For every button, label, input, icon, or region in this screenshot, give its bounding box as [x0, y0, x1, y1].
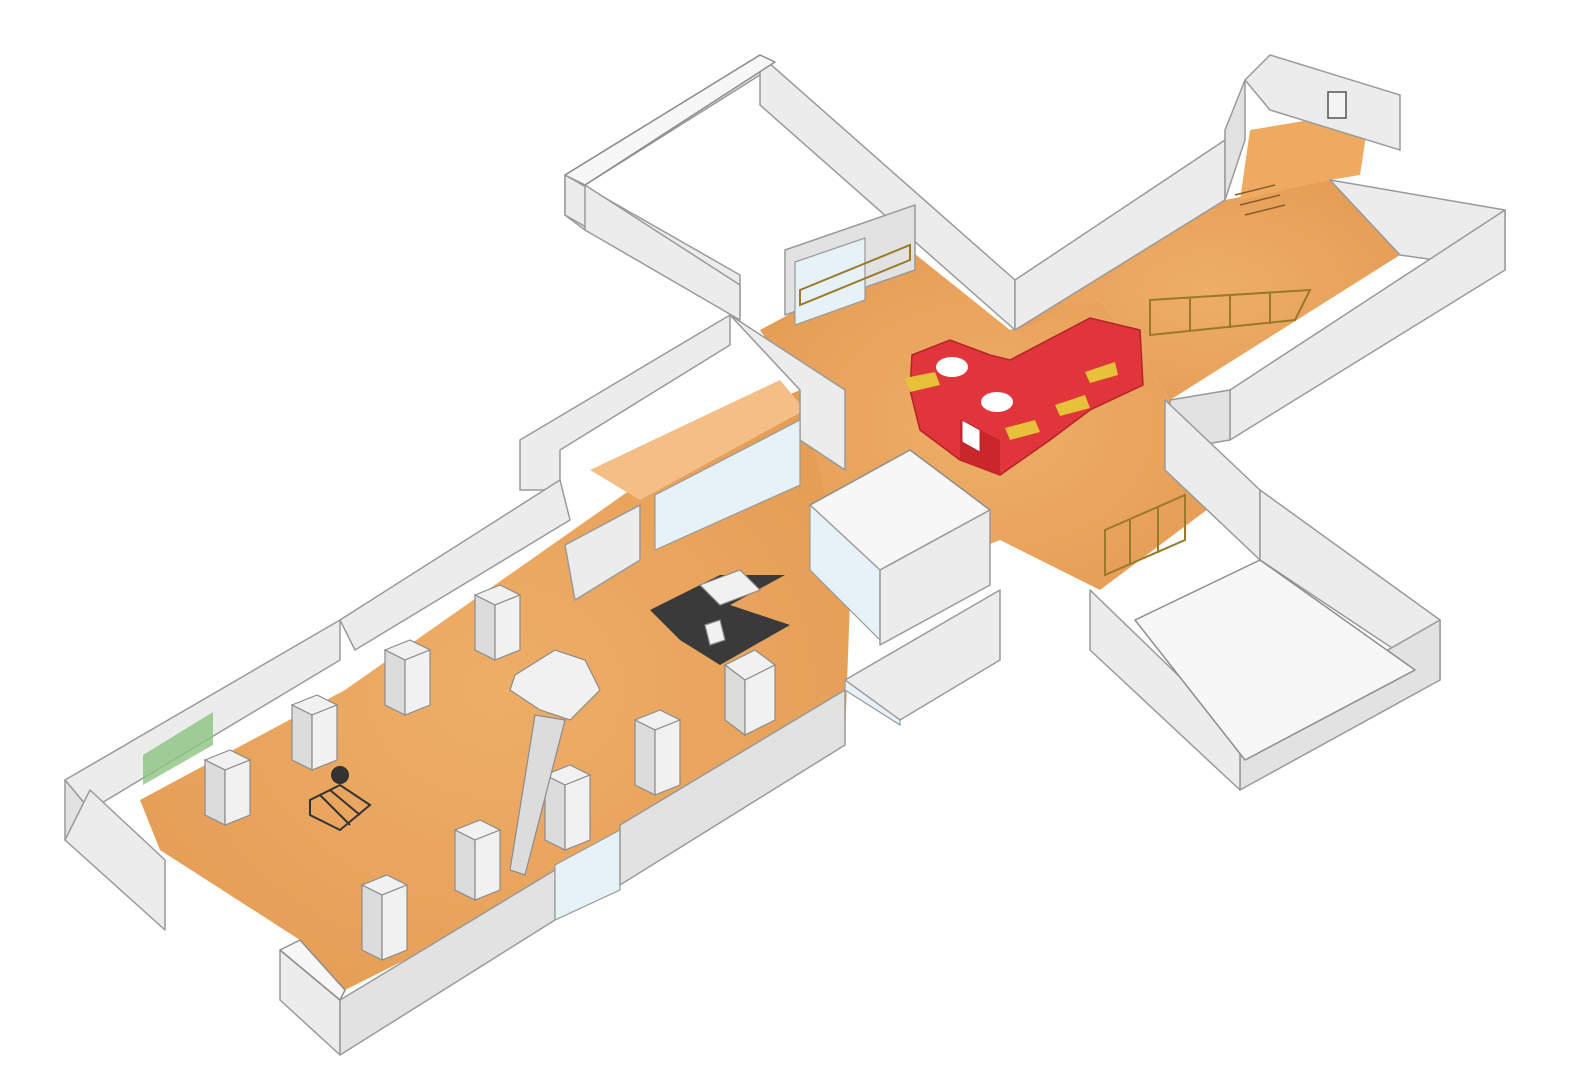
pedestal: [633, 709, 682, 796]
east-wing-walls: [1014, 54, 1506, 451]
south-east-room: [1089, 399, 1441, 791]
main-gallery-walls: [64, 479, 846, 1056]
east-wing-floor: [1015, 180, 1400, 400]
pedestal: [360, 874, 409, 961]
display-pedestals: [203, 584, 777, 961]
pedestal: [290, 694, 339, 771]
stairs: [1234, 91, 1347, 216]
central-blocks: [519, 314, 1001, 727]
side-room-floor: [590, 380, 805, 500]
floor: [140, 110, 1400, 990]
stair-landing-floor: [1240, 110, 1370, 200]
green-board: [143, 712, 213, 785]
large-sculpture: [509, 649, 601, 876]
grid-frame-exhibit: [309, 766, 372, 832]
pedestal: [473, 584, 522, 661]
north-courtyard-walls: [564, 54, 1016, 331]
pedestal: [723, 649, 777, 737]
pedestal: [453, 819, 502, 901]
pedestal: [203, 749, 252, 826]
pedestal: [543, 764, 592, 851]
pedestal: [383, 639, 432, 716]
dark-exhibit-platform: [650, 569, 790, 665]
shelving-units: [799, 243, 1312, 577]
red-kiosk: [905, 317, 1144, 476]
